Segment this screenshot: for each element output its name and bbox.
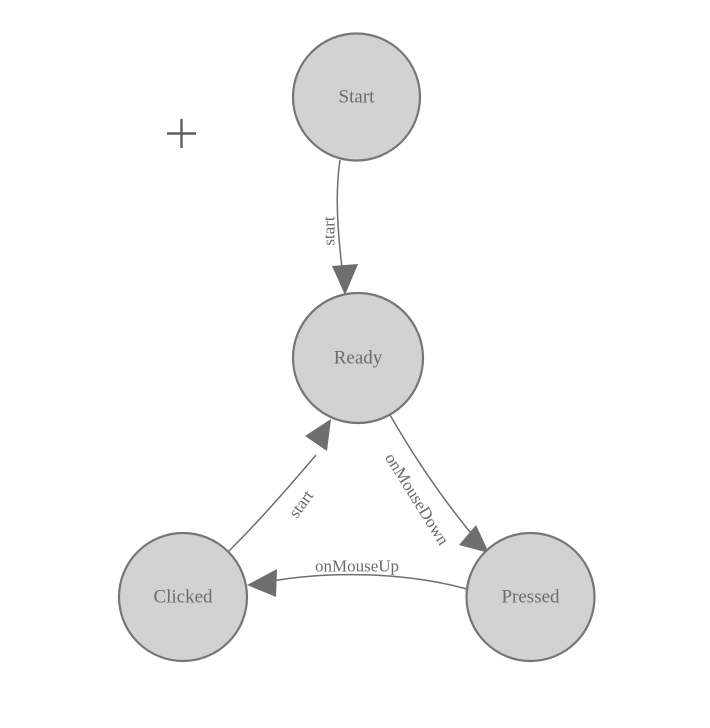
- edge-ready-to-pressed-arrowhead: [459, 525, 489, 553]
- node-start-label: Start: [339, 87, 376, 108]
- node-ready-circle: [291, 291, 425, 425]
- node-ready-label: Ready: [334, 348, 383, 369]
- node-clicked[interactable]: Clicked: [117, 531, 249, 663]
- node-start[interactable]: Start: [291, 32, 422, 162]
- edge-pressed-to-clicked-arrowhead: [247, 569, 277, 597]
- edge-label-start-to-ready: start: [320, 216, 339, 246]
- edge-clicked-to-ready-line: [227, 454, 317, 553]
- node-clicked-label: Clicked: [153, 587, 213, 608]
- node-pressed-label: Pressed: [501, 587, 560, 608]
- edge-ready-to-pressed[interactable]: onMouseDown: [381, 414, 489, 553]
- edge-start-to-ready-arrowhead: [332, 264, 358, 295]
- edge-start-to-ready[interactable]: start: [320, 159, 359, 295]
- edge-pressed-to-clicked-line: [271, 573, 468, 590]
- edge-clicked-to-ready[interactable]: start: [227, 419, 331, 553]
- edge-label-pressed-to-clicked: onMouseUp: [315, 557, 399, 576]
- node-start-circle: [291, 32, 422, 162]
- edge-clicked-to-ready-arrowhead: [305, 419, 331, 451]
- node-pressed[interactable]: Pressed: [465, 531, 596, 663]
- edge-label-ready-to-pressed: onMouseDown: [381, 450, 453, 549]
- node-pressed-circle: [465, 531, 596, 663]
- crosshair-cursor-icon: [167, 119, 196, 148]
- node-clicked-circle: [117, 531, 249, 663]
- node-ready[interactable]: Ready: [291, 291, 425, 425]
- edge-label-clicked-to-ready: start: [285, 486, 318, 521]
- edge-pressed-to-clicked[interactable]: onMouseUp: [247, 557, 468, 598]
